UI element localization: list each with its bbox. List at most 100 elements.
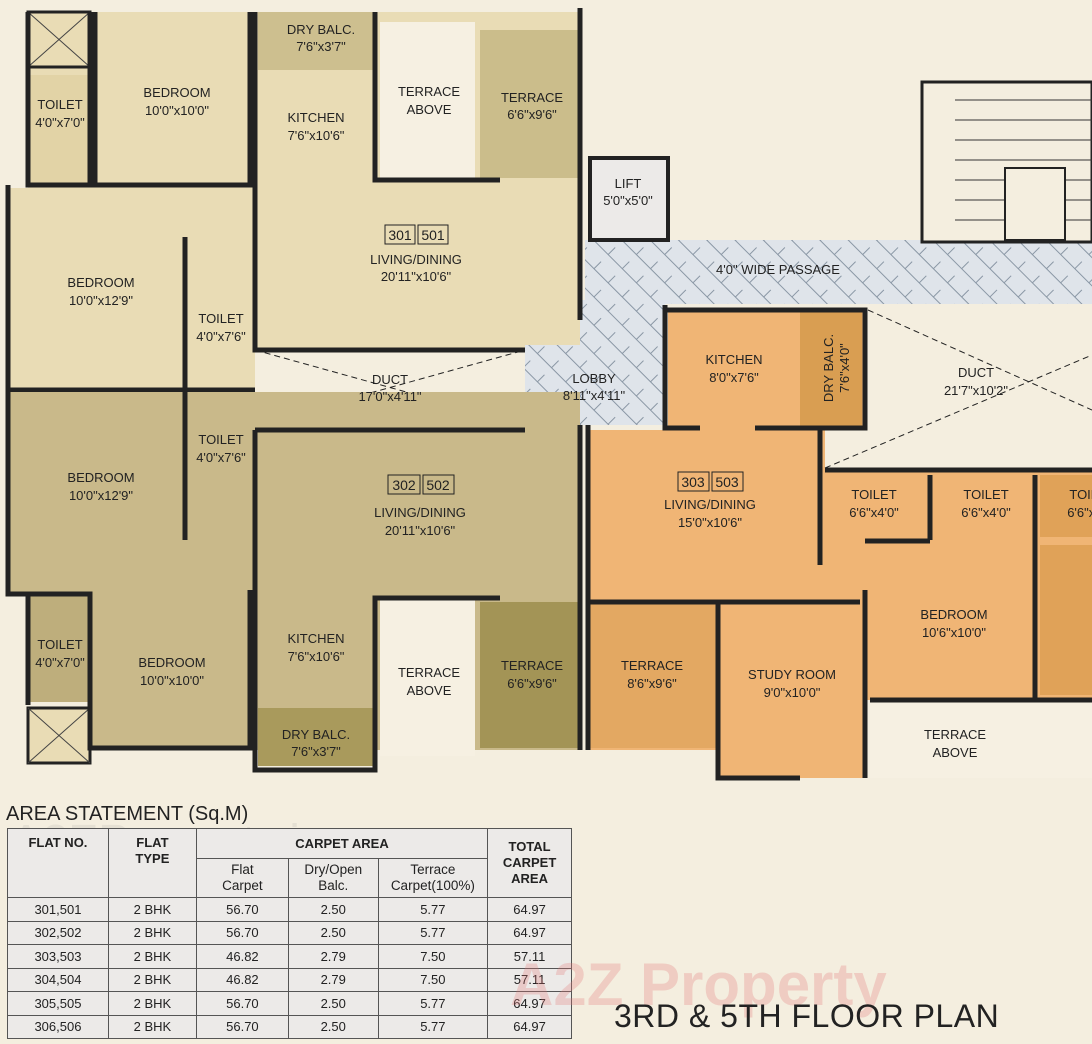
room-size: 6'6"x4'0": [1067, 505, 1092, 520]
table-cell: 56.70: [195, 1014, 289, 1039]
room-size: 20'11"x10'6": [385, 523, 456, 538]
table-cell: 2 BHK: [107, 967, 197, 992]
table-cell: 46.82: [195, 967, 289, 992]
table-cell: 304,504: [7, 967, 109, 992]
lift: [588, 156, 670, 242]
room-size: 8'0"x7'6": [709, 370, 759, 385]
table-cell: 64.97: [487, 897, 572, 922]
area-statement-title: AREA STATEMENT (Sq.M): [6, 803, 249, 825]
room-size: 6'6"x9'6": [507, 107, 557, 122]
room-label: TERRACE: [398, 665, 460, 680]
room-label: BEDROOM: [143, 85, 210, 100]
table-cell: 301,501: [7, 897, 109, 922]
table-cell: 305,505: [7, 991, 109, 1016]
room-label: ABOVE: [933, 745, 978, 760]
room-size: 7'6"x3'7": [296, 39, 346, 54]
table-cell: 302,502: [7, 920, 109, 945]
header-dry-balc: Dry/Open Balc.: [287, 858, 379, 898]
svg-text:503: 503: [715, 474, 739, 490]
table-cell: 5.77: [377, 920, 489, 945]
table-cell: 64.97: [487, 1014, 572, 1039]
room-size: 4'0"x7'0": [35, 115, 85, 130]
room-size: 10'6"x10'0": [922, 625, 986, 640]
svg-text:302: 302: [392, 477, 416, 493]
table-cell: 56.70: [195, 991, 289, 1016]
flat-number-badge: 303 503: [677, 471, 744, 492]
watermark: A2Z Property: [510, 951, 887, 1018]
room-label: TERRACE: [924, 727, 986, 742]
room-size: 7'6"x10'6": [288, 128, 345, 143]
room-label: TOILET: [37, 637, 82, 652]
room-size: 17'0"x4'11": [358, 389, 421, 404]
room-label: TOILET: [37, 97, 82, 112]
room-size: 4'0"x7'6": [196, 329, 246, 344]
table-cell: 2.50: [287, 897, 379, 922]
table-cell: 5.77: [377, 1014, 489, 1039]
room-label: LIFT: [615, 176, 642, 191]
room-label: DRY BALC.: [287, 22, 355, 37]
room-label: TERRACE: [501, 658, 563, 673]
table-cell: 2 BHK: [107, 920, 197, 945]
room-size: 8'11"x4'11": [563, 388, 626, 403]
room-size: 4'0"x7'6": [196, 450, 246, 465]
table-cell: 306,506: [7, 1014, 109, 1039]
room-label: BEDROOM: [67, 470, 134, 485]
header-terrace: Terrace Carpet(100%): [377, 858, 489, 898]
room-label: TOILET: [851, 487, 896, 502]
table-cell: 2.79: [287, 944, 379, 969]
room-size: 10'0"x12'9": [69, 488, 133, 503]
table-cell: 2 BHK: [107, 944, 197, 969]
room-label: TOILET: [963, 487, 1008, 502]
room-label: LIVING/DINING: [374, 505, 466, 520]
svg-text:501: 501: [421, 227, 445, 243]
room-label: ABOVE: [407, 102, 452, 117]
table-cell: 7.50: [377, 967, 489, 992]
room-label: DRY BALC.: [282, 727, 350, 742]
floor-plan-title: 3RD & 5TH FLOOR PLAN: [614, 998, 1000, 1034]
room-label: BEDROOM: [920, 607, 987, 622]
room-size: 5'0"x5'0": [603, 193, 653, 208]
header-carpet-area: CARPET AREA: [195, 828, 489, 859]
flat-number-badge: 302 502: [387, 474, 455, 495]
table-cell: 5.77: [377, 897, 489, 922]
table-cell: 7.50: [377, 944, 489, 969]
room-label: BEDROOM: [138, 655, 205, 670]
room-size: 10'0"x10'0": [145, 103, 209, 118]
room-label: LIVING/DINING: [664, 497, 756, 512]
flat-301: [5, 8, 583, 393]
room-size: 6'6"x4'0": [849, 505, 899, 520]
area-statement-table: FLAT NO. FLAT TYPE CARPET AREA TOTAL CAR…: [7, 828, 572, 1039]
room-label: TERRACE: [501, 90, 563, 105]
table-cell: 64.97: [487, 991, 572, 1016]
room-label: KITCHEN: [287, 631, 344, 646]
svg-text:502: 502: [426, 477, 450, 493]
table-cell: 303,503: [7, 944, 109, 969]
room-size: 6'6"x4'0": [961, 505, 1011, 520]
duct-right: [824, 309, 1092, 469]
floor-plan: TOILET 4'0"x7'0" BEDROOM 10'0"x10'0" DRY…: [5, 8, 1092, 781]
room-size: 6'6"x9'6": [507, 676, 557, 691]
room-size: 20'11"x10'6": [381, 269, 452, 284]
room-size: 9'0"x10'0": [764, 685, 821, 700]
flat-303: [585, 305, 1092, 781]
svg-text:303: 303: [681, 474, 705, 490]
header-total: TOTAL CARPET AREA: [487, 828, 572, 898]
room-label: ABOVE: [407, 683, 452, 698]
header-flat-carpet: Flat Carpet: [195, 858, 289, 898]
table-cell: 2.79: [287, 967, 379, 992]
room-label: TOILET: [198, 432, 243, 447]
room-size: 15'0"x10'6": [678, 515, 742, 530]
room-size: 10'0"x10'0": [140, 673, 204, 688]
room-size: 7'6"x4'0": [837, 343, 852, 393]
table-cell: 2 BHK: [107, 991, 197, 1016]
table-cell: 5.77: [377, 991, 489, 1016]
passage-label: 4'0" WIDE PASSAGE: [716, 262, 840, 277]
room-label: STUDY ROOM: [748, 667, 836, 682]
flat-302: [5, 392, 583, 773]
table-cell: 2.50: [287, 920, 379, 945]
